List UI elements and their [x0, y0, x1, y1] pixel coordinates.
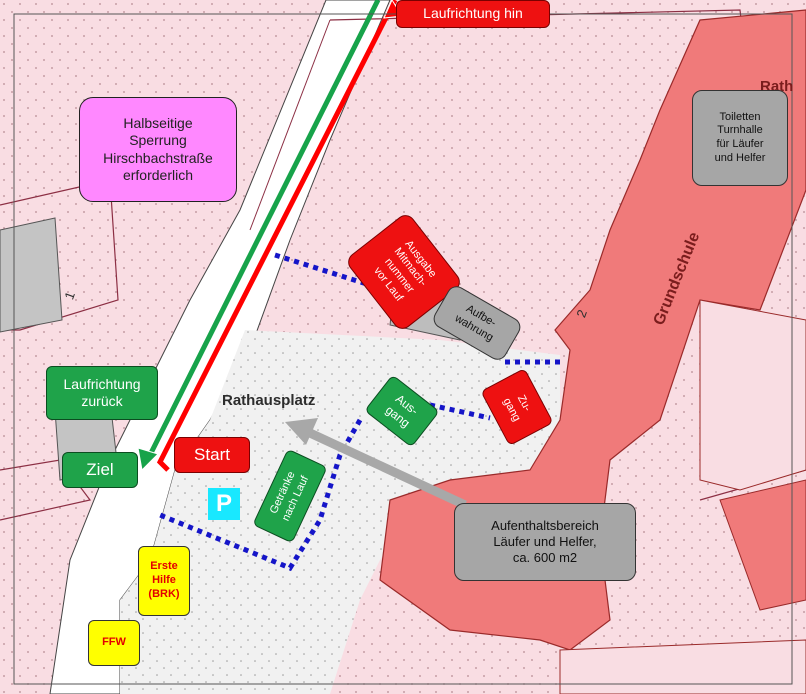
- route-arrow-green: [137, 447, 159, 472]
- start-box: Start: [174, 437, 250, 473]
- aufenthaltsbereich-box: Aufenthaltsbereich Läufer und Helfer, ca…: [454, 503, 636, 581]
- rathausplatz-label: Rathausplatz: [222, 392, 316, 409]
- boundary-dotted-middle: [429, 402, 491, 421]
- halbseitige-sperrung-box: Halbseitige Sperrung Hirschbachstraße er…: [79, 97, 237, 202]
- arrow-aufenthalt-head: [285, 418, 318, 445]
- boundary-dotted-plaza: [159, 418, 363, 572]
- arrow-aufenthalt: [308, 428, 467, 510]
- laufrichtung-zurueck-box: Laufrichtung zurück: [46, 366, 158, 420]
- ffw-box: FFW: [88, 620, 140, 666]
- ziel-box: Ziel: [62, 452, 138, 488]
- building-school-wing: [699, 299, 806, 491]
- building-school-right: [719, 479, 806, 611]
- route-line-red: [156, 0, 398, 472]
- building-grey-left-top: [0, 217, 63, 333]
- building-school-bottom: [559, 639, 806, 694]
- route-line-green: [147, 0, 381, 457]
- boundary-dotted-upper: [274, 252, 371, 288]
- toiletten-box: Toiletten Turnhalle für Läufer und Helfe…: [692, 90, 788, 186]
- plaza-dots: [120, 330, 560, 694]
- parking-icon: P: [208, 488, 240, 520]
- laufrichtung-hin-box: Laufrichtung hin: [396, 0, 550, 28]
- parcel-line-diag: [249, 19, 331, 231]
- erste-hilfe-box: Erste Hilfe (BRK): [138, 546, 190, 616]
- parcel-outline-left: [0, 179, 119, 331]
